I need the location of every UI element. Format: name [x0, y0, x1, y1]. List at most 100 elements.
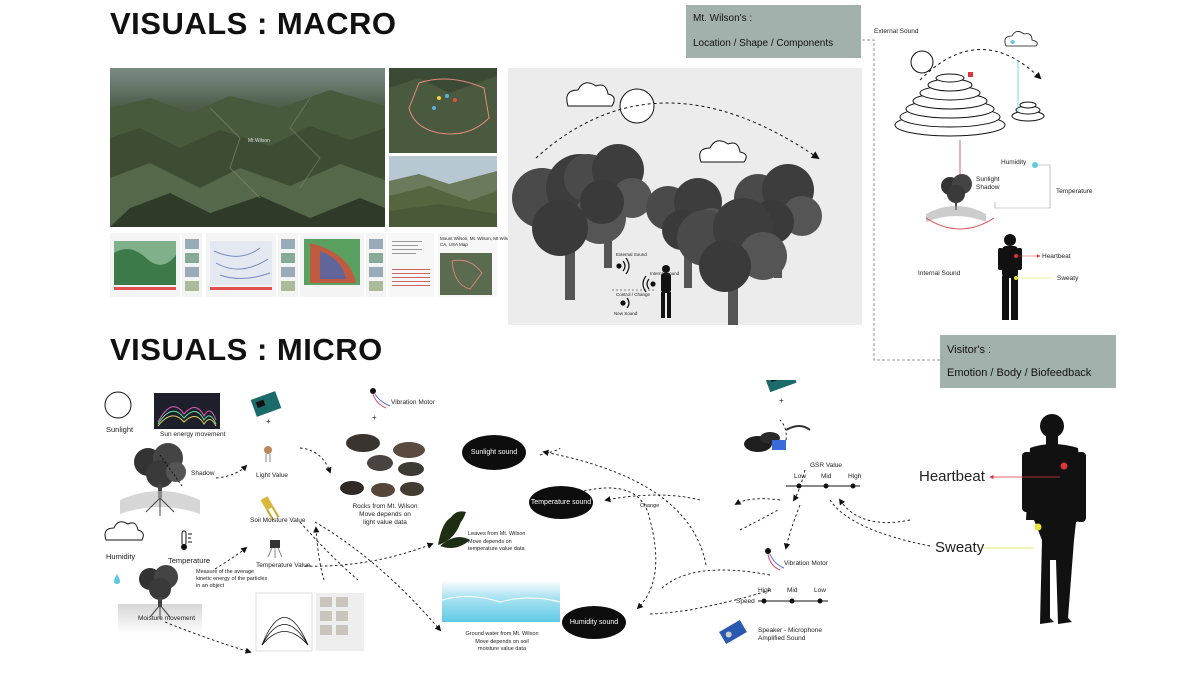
thermometer-icon — [181, 530, 192, 550]
gsr-sensor-icon — [744, 425, 811, 452]
temp-def-3: in an object — [196, 583, 225, 589]
tr-humidity: Humidity — [1001, 159, 1027, 166]
sun-path-arrow — [535, 102, 820, 160]
sweaty-dot — [1034, 523, 1042, 531]
moisture-graph — [255, 592, 364, 652]
tr-sunlight: Sunlight — [976, 176, 1000, 183]
tr-external-sound: External Sound — [874, 28, 919, 35]
tr-temperature: Temperature — [1056, 188, 1093, 195]
tr-internal-sound: Internal Sound — [918, 270, 961, 277]
person-silhouette — [661, 265, 671, 318]
micro-temperature-label: Temperature — [168, 556, 211, 565]
sunlight-sound-node: Sunlight sound — [462, 435, 526, 470]
plus-sign-2: + — [372, 413, 377, 422]
sun-energy-label: Sun energy movement — [160, 431, 226, 438]
mt-wilson-box-title: Mt. Wilson's : — [693, 13, 753, 24]
soil-sensor-icon — [260, 496, 280, 521]
rocks-label: Rocks from Mt. Wilson — [352, 503, 418, 510]
microphone-module-icon — [719, 619, 747, 645]
gsr-value-label: GSR Value — [810, 462, 843, 469]
micro-humidity-label: Humidity — [106, 552, 136, 561]
mt-wilson-map-label: Mt.Wilson — [248, 138, 270, 144]
ridge-landscape-photo — [389, 156, 497, 227]
satellite-map-photo — [389, 68, 497, 153]
temperature-sound-node: Temperature sound — [529, 486, 593, 519]
info-card-title: Mount Wilson, Mt. Wilson, Mt Wilson, — [440, 236, 515, 241]
sound-wave-icon — [616, 257, 656, 309]
vibration-motor-icon — [765, 548, 785, 571]
vibration-motor-label-1: Vibration Motor — [391, 399, 435, 406]
gsr-low-label: Low — [794, 473, 806, 480]
heartbeat-dot — [1060, 462, 1068, 470]
temp-def-1: Measure of the average — [196, 569, 255, 575]
tr-heartbeat: Heartbeat — [1042, 253, 1071, 260]
speed-high-label: High — [758, 587, 772, 594]
micro-sunlight-label: Sunlight — [106, 425, 134, 434]
soil-moisture-label: Soil Moisture Value — [250, 517, 306, 524]
visitor-box-items: Emotion / Body / Biofeedback — [947, 367, 1092, 379]
cloud-icon — [699, 140, 747, 163]
visitor-box: Visitor's : Emotion / Body / Biofeedback — [940, 335, 1116, 388]
gsr-high-label: High — [848, 473, 862, 480]
vibration-motor-label-2: Vibration Motor — [784, 560, 828, 567]
arduino-board-icon — [250, 391, 282, 417]
speed-low-label: Low — [814, 587, 826, 594]
mountain-body-diagram: External Sound Humidity Sunlight Shadow … — [874, 20, 1093, 330]
visitor-box-title: Visitor's : — [947, 344, 992, 356]
person-silhouette-large — [1022, 414, 1086, 624]
rocks-note-1: Move depends on — [359, 511, 411, 518]
person-silhouette — [998, 234, 1022, 320]
humidity-sound-node: Humidity sound — [562, 606, 626, 639]
plus-sign-1: + — [266, 417, 271, 426]
cloud-icon — [566, 82, 615, 107]
mountain-aerial-photo: Mt.Wilson — [110, 68, 385, 227]
data-panels: Mount Wilson, Mt. Wilson, Mt Wilson, CA,… — [110, 233, 514, 299]
plus-sign-3: + — [779, 396, 784, 405]
ground-water-note-2: moisture value data — [478, 646, 526, 652]
ground-water-label: Ground water from Mt. Wilson — [465, 631, 539, 637]
speaker-label-2: Amplified Sound — [758, 635, 806, 642]
sun-icon — [104, 391, 132, 419]
tr-sweaty: Sweaty — [1057, 275, 1079, 282]
sweaty-label: Sweaty — [935, 539, 985, 556]
temp-def-2: kinetic energy of the particles — [196, 576, 268, 582]
leaves-note-1: Move depends on — [468, 539, 512, 545]
cloud-icon — [1004, 31, 1038, 47]
sun-icon — [910, 50, 934, 74]
temperature-value-label: Temperature Value — [256, 562, 311, 569]
micro-title: VISUALS : MICRO — [110, 332, 383, 367]
internal-sound-label: Internal Sound — [650, 271, 680, 276]
water-drop-icon — [114, 574, 120, 584]
micro-diagram-graphics — [104, 380, 1086, 654]
macro-title: VISUALS : MACRO — [110, 6, 397, 41]
leaves-label: Leaves from Mt. Wilson — [468, 531, 526, 537]
control-change-label: Control / Change — [616, 292, 651, 297]
moisture-movement-label: Moisture movement — [138, 615, 196, 622]
tree-group — [512, 144, 822, 330]
cloud-icon — [104, 521, 144, 541]
ground-water-image — [442, 580, 560, 622]
rocks-note-2: light value data — [363, 519, 407, 526]
leaves-icon — [438, 511, 470, 548]
arduino-board-icon — [763, 380, 797, 393]
rocks-group — [340, 434, 425, 497]
info-card-subtitle: CA, USA Map — [440, 242, 468, 247]
micro-shadow-label: Shadow — [191, 470, 215, 477]
forest-illustration-panel: External Sound Control / Change Internal… — [508, 68, 862, 330]
temperature-sensor-icon — [267, 540, 283, 558]
mt-wilson-box-items: Location / Shape / Components — [693, 38, 834, 49]
tree-icon — [926, 174, 986, 222]
external-sound-label: External Sound — [616, 252, 647, 257]
box-connector — [862, 39, 940, 361]
light-value-label: Light Value — [256, 472, 289, 479]
speed-mid-label: Mid — [787, 587, 798, 594]
new-sound-label: New Sound — [614, 311, 638, 316]
gsr-mid-label: Mid — [821, 473, 832, 480]
tree-icon — [120, 443, 200, 516]
tr-shadow: Shadow — [976, 184, 1000, 191]
leaves-note-2: temperature value data — [468, 546, 525, 552]
speed-label: Speed — [736, 598, 755, 605]
speaker-label-1: Speaker - Microphone — [758, 627, 822, 634]
change-label: Change — [640, 503, 660, 509]
tree-icon — [139, 565, 178, 619]
